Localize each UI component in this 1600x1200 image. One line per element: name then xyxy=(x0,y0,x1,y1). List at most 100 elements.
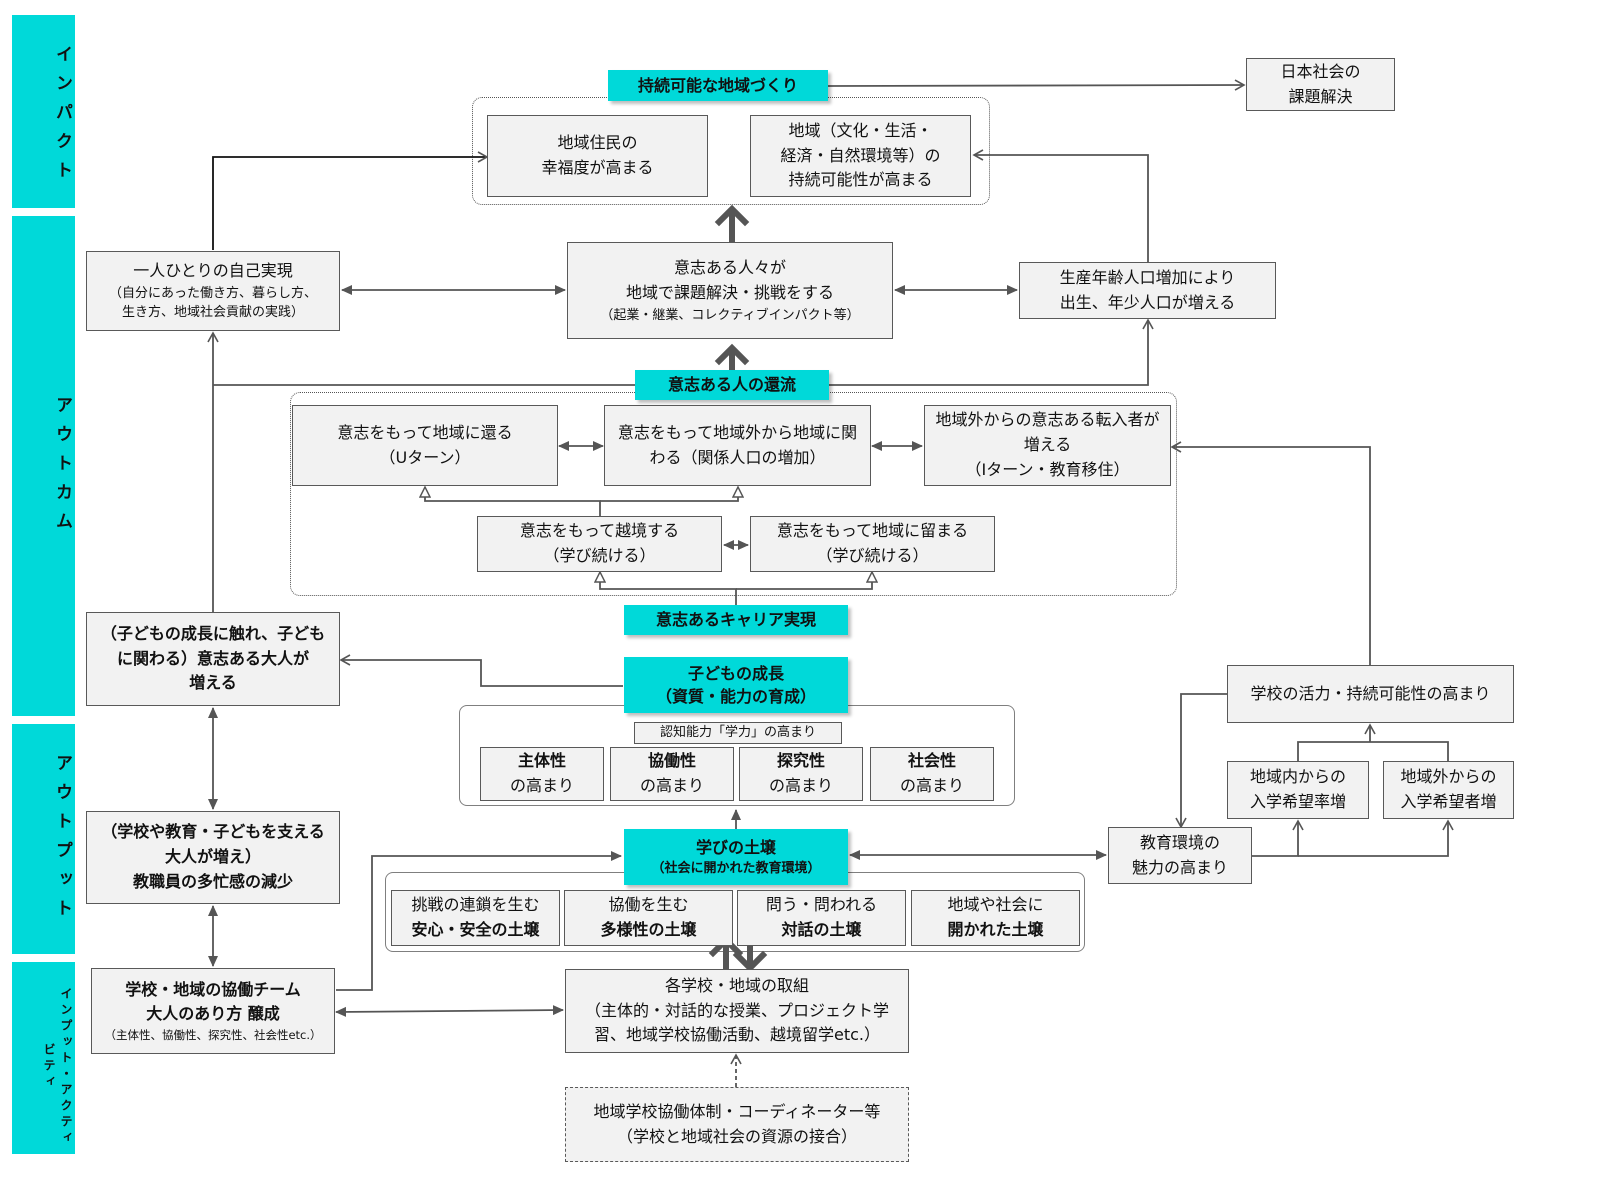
box-region-sustain-line2: 経済・自然環境等）の xyxy=(780,145,941,165)
box-q1-line1: 主体性 xyxy=(517,751,566,771)
box-adults-line2: に関わる）意志ある大人が xyxy=(116,648,309,668)
box-edu-env: 教育環境の 魅力の高まり xyxy=(1108,827,1252,884)
box-quality-1: 主体性 の高まり xyxy=(480,747,604,801)
box-activities-line1: 各学校・地域の取組 xyxy=(664,975,809,995)
box-challenge-line1: 意志ある人々が xyxy=(673,257,786,277)
band-outcome: アウトカム xyxy=(12,216,75,716)
box-q2-line1: 協働性 xyxy=(647,751,696,771)
box-cross-line2: （学び続ける） xyxy=(543,546,656,565)
arrow-team-activities xyxy=(335,1005,564,1017)
box-activities-line3: 習、地域学校協働活動、越境留学etc.） xyxy=(593,1025,880,1045)
box-self-line1: 一人ひとりの自己実現 xyxy=(133,261,293,281)
box-self-realization: 一人ひとりの自己実現 （自分にあった働き方、暮らし方、 生き方、地域社会貢献の実… xyxy=(86,251,340,331)
band-input: インプット・アクティビティ xyxy=(12,962,75,1154)
box-team-line2: 大人のあり方 醸成 xyxy=(146,1004,280,1024)
box-coordinator: 地域学校協働体制・コーディネーター等 （学校と地域社会の資源の接合） xyxy=(565,1087,909,1162)
box-q3-line2: の高まり xyxy=(768,776,833,795)
box-self-line2: （自分にあった働き方、暮らし方、 xyxy=(108,285,317,301)
tag-return: 意志ある人の還流 xyxy=(635,370,829,400)
box-soil-1: 挑戦の連鎖を生む 安心・安全の土壌 xyxy=(391,890,560,946)
box-relation-line1: 意志をもって地域外から地域に関 xyxy=(617,422,858,442)
tag-soil-line2: （社会に開かれた教育環境） xyxy=(651,860,821,876)
tag-career-text: 意志あるキャリア実現 xyxy=(655,610,816,630)
band-outcome-label: アウトカム xyxy=(52,396,72,541)
arrow-apply-to-vital xyxy=(1297,741,1449,761)
box-region-sustain-line1: 地域（文化・生活・ xyxy=(788,120,933,140)
box-q4-line1: 社会性 xyxy=(907,751,956,771)
arrow-env-to-local xyxy=(1252,819,1304,857)
band-impact-label: インパクト xyxy=(52,45,72,190)
box-s1-line2: 安心・安全の土壌 xyxy=(411,920,540,939)
box-uturn-line1: 意志をもって地域に還る xyxy=(337,422,513,442)
box-relation: 意志をもって地域外から地域に関 わる（関係人口の増加） xyxy=(604,405,871,486)
box-challenge: 意志ある人々が 地域で課題解決・挑戦をする （起業・継業、コレクティブインパクト… xyxy=(567,242,893,339)
box-s1-line1: 挑戦の連鎖を生む xyxy=(411,895,540,915)
box-wellbeing: 地域住民の 幸福度が高まる xyxy=(487,115,708,197)
box-outside-apply-line1: 地域外からの xyxy=(1400,767,1497,787)
box-school-vital: 学校の活力・持続可能性の高まり xyxy=(1227,665,1514,723)
box-team: 学校・地域の協働チーム 大人のあり方 醸成 （主体性、協働性、探究性、社会性et… xyxy=(91,968,335,1054)
band-output: アウトプット xyxy=(12,724,75,954)
arrow-env-to-outside xyxy=(1298,819,1454,857)
box-s3-line2: 対話の土壌 xyxy=(781,920,862,939)
tag-growth-line2: （資質・能力の育成） xyxy=(655,687,816,706)
arrow-career-up2 xyxy=(736,573,872,590)
box-stay: 意志をもって地域に留まる （学び続ける） xyxy=(750,516,995,572)
arrow-vital-to-iturn xyxy=(1170,441,1371,665)
box-s4-line1: 地域や社会に xyxy=(947,895,1044,915)
arrow-career-up xyxy=(600,573,737,605)
band-output-label: アウトプット xyxy=(52,754,72,928)
tag-growth-line1: 子どもの成長 xyxy=(687,663,784,683)
box-soil-2: 協働を生む 多様性の土壌 xyxy=(564,890,733,946)
box-outside-apply-line2: 入学希望者増 xyxy=(1400,792,1497,811)
box-iturn-line2: 増える xyxy=(1023,435,1072,455)
arrow-pop-to-region xyxy=(972,149,1149,262)
band-impact: インパクト xyxy=(12,15,75,208)
box-iturn-line3: （Iターン・教育移住） xyxy=(965,459,1130,479)
box-q3-line1: 探究性 xyxy=(776,751,825,771)
box-population-line2: 出生、年少人口が増える xyxy=(1059,292,1236,312)
box-relation-line2: わる（関係人口の増加） xyxy=(649,447,826,467)
box-s2-line2: 多様性の土壌 xyxy=(600,920,697,939)
box-q4-line2: の高まり xyxy=(899,776,964,795)
box-uturn: 意志をもって地域に還る （Uターン） xyxy=(292,405,558,486)
box-school-vital-text: 学校の活力・持続可能性の高まり xyxy=(1250,683,1491,703)
box-outside-apply: 地域外からの 入学希望者増 xyxy=(1383,761,1514,819)
box-soil-4: 地域や社会に 開かれた土壌 xyxy=(911,890,1080,946)
box-adults-line1: （子どもの成長に触れ、子ども xyxy=(100,623,326,643)
box-stay-line1: 意志をもって地域に留まる xyxy=(776,521,969,541)
box-population: 生産年齢人口増加により 出生、年少人口が増える xyxy=(1019,262,1276,319)
box-japan-line1: 日本社会の xyxy=(1280,61,1361,81)
box-activities: 各学校・地域の取組 （主体的・対話的な授業、プロジェクト学 習、地域学校協働活動… xyxy=(565,969,909,1053)
arrow-vital-to-env xyxy=(1175,693,1227,829)
box-quality-3: 探究性 の高まり xyxy=(739,747,863,801)
box-support-line1: （学校や教育・子どもを支える xyxy=(101,822,325,842)
box-quality-4: 社会性 の高まり xyxy=(870,747,994,801)
band-input-label: インプット・アクティビティ xyxy=(42,987,73,1147)
box-population-line1: 生産年齢人口増加により xyxy=(1059,267,1236,287)
box-uturn-line2: （Uターン） xyxy=(379,447,471,467)
box-stay-line2: （学び続ける） xyxy=(816,546,929,565)
box-q1-line2: の高まり xyxy=(509,776,574,795)
box-japan: 日本社会の 課題解決 xyxy=(1246,58,1395,111)
box-japan-line2: 課題解決 xyxy=(1288,86,1353,106)
box-local-apply: 地域内からの 入学希望率増 xyxy=(1227,761,1369,819)
box-edu-env-line1: 教育環境の xyxy=(1139,832,1220,852)
box-challenge-line2: 地域で課題解決・挑戦をする xyxy=(625,282,834,302)
tag-sustainable-text: 持続可能な地域づくり xyxy=(637,75,798,95)
box-team-line1: 学校・地域の協働チーム xyxy=(125,979,301,999)
box-self-line3: 生き方、地域社会貢献の実践） xyxy=(121,305,304,321)
box-challenge-line3: （起業・継業、コレクティブインパクト等） xyxy=(600,307,860,323)
box-iturn-line1: 地域外からの意志ある転入者が xyxy=(935,410,1160,430)
box-team-line3: （主体性、協働性、探究性、社会性etc.） xyxy=(104,1028,322,1043)
box-activities-line2: （主体的・対話的な授業、プロジェクト学 xyxy=(584,1000,889,1020)
tag-soil: 学びの土壌 （社会に開かれた教育環境） xyxy=(624,829,848,885)
tag-soil-line1: 学びの土壌 xyxy=(695,837,776,857)
box-cross-line1: 意志をもって越境する xyxy=(519,521,680,541)
box-coordinator-line1: 地域学校協働体制・コーディネーター等 xyxy=(593,1101,881,1121)
box-s2-line1: 協働を生む xyxy=(608,895,689,915)
box-region-sustain: 地域（文化・生活・ 経済・自然環境等）の 持続可能性が高まる xyxy=(750,115,971,197)
tag-sustainable: 持続可能な地域づくり xyxy=(608,70,828,101)
box-soil-3: 問う・問われる 対話の土壌 xyxy=(737,890,906,946)
arrow-cross-up xyxy=(425,488,601,516)
